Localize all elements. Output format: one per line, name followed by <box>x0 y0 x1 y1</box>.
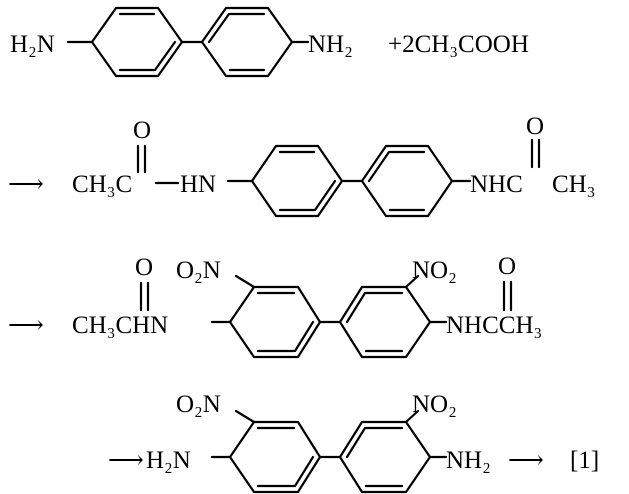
row4-nitro-left: O₂N <box>176 391 221 418</box>
row2-methyl-right: CH₃ <box>552 171 595 198</box>
row3-acetamide-right: NHCCH₃ <box>446 312 542 339</box>
row3-oxygen-right: O <box>498 253 516 280</box>
row2-amide-nh-left: HN <box>180 171 216 198</box>
row2-reaction-arrow: ⟶ <box>8 171 44 198</box>
row3-oxygen-left: O <box>135 254 153 281</box>
row-4-dinitrobenzidine: ⟶ H₂N O₂N NO₂ NH₂ ⟶ [1] <box>108 391 599 494</box>
row4-final-arrow: ⟶ <box>508 447 544 474</box>
row4-product-label: [1] <box>570 447 599 474</box>
row1-amine-right: NH₂ <box>308 31 353 58</box>
row3-nitro-right: NO₂ <box>412 257 457 284</box>
row2-acetyl-left: CH₃C <box>72 171 132 198</box>
row-3-dinitro-diacetyl-benzidine: ⟶ CH₃CHN O O₂N NO₂ NHCCH₃ O <box>8 253 542 359</box>
row1-reagent-acetic-acid: +2CH₃COOH <box>388 31 529 58</box>
row2-amide-nhc-right: NHC <box>470 171 523 198</box>
row4-amine-left: H₂N <box>146 447 191 474</box>
row-1-benzidine: H₂N NH₂ +2CH₃COOH <box>10 6 529 78</box>
row1-amine-left: H₂N <box>10 31 55 58</box>
row2-oxygen-right: O <box>526 113 544 140</box>
row4-reaction-arrow: ⟶ <box>108 447 144 474</box>
row4-amine-right: NH₂ <box>446 447 491 474</box>
row-2-diacetyl-benzidine: ⟶ CH₃C O HN NHC O CH₃ <box>8 113 595 218</box>
row4-nitro-right: NO₂ <box>412 391 457 418</box>
row3-nitro-left: O₂N <box>176 257 221 284</box>
row3-acetamide-left: CH₃CHN <box>72 312 168 339</box>
row2-oxygen-left: O <box>133 117 151 144</box>
row3-reaction-arrow: ⟶ <box>8 312 44 339</box>
